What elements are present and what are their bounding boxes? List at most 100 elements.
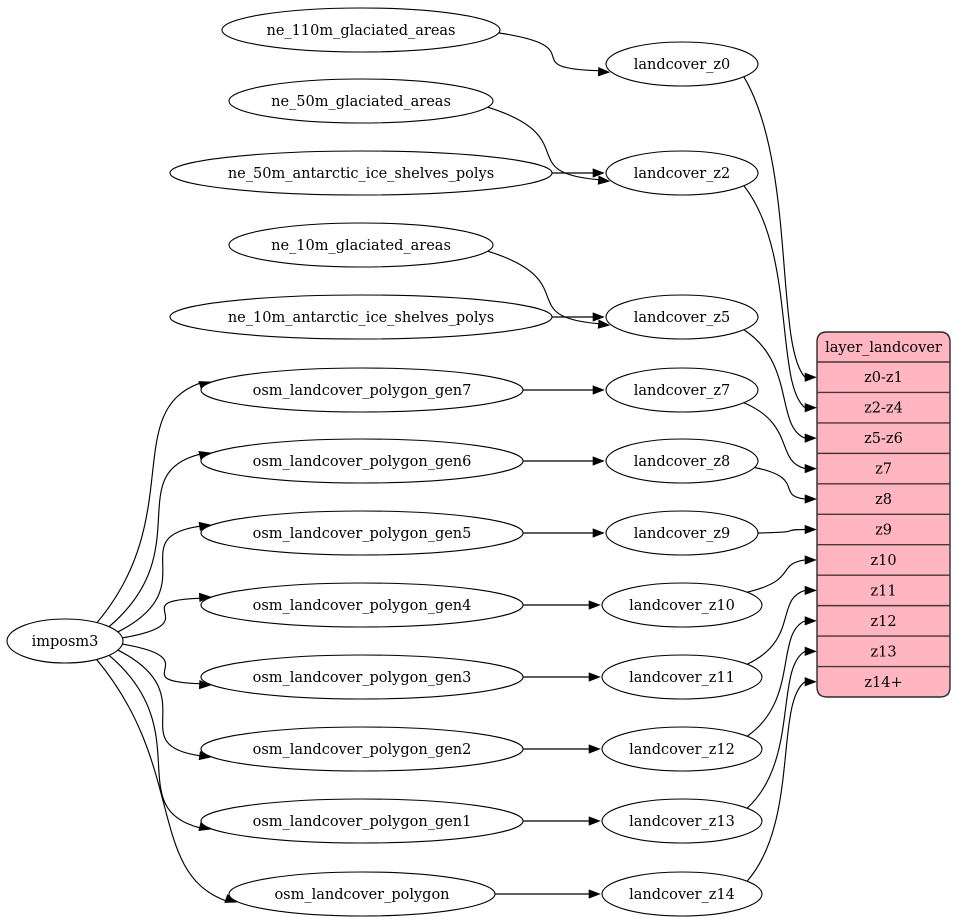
node-ellipse-shape xyxy=(200,798,524,844)
record-row-z14-[interactable]: z14+ xyxy=(864,675,902,691)
node-label-osm_landcover_polygon_gen6: osm_landcover_polygon_gen6 xyxy=(253,454,472,470)
edge-landcover_z10-to-z10 xyxy=(746,559,806,593)
node-ellipse-shape xyxy=(169,294,553,340)
node-landcover_z5[interactable]: landcover_z5 xyxy=(605,294,759,340)
node-label-ne_110m_glaciated_areas: ne_110m_glaciated_areas xyxy=(267,23,456,39)
edge-arrowhead xyxy=(597,67,611,77)
edge-ne_10m_glaciated_areas-to-landcover_z5 xyxy=(487,250,599,325)
node-landcover_z14[interactable]: landcover_z14 xyxy=(601,871,763,917)
record-row-z10[interactable]: z10 xyxy=(870,553,896,569)
record-row-z0-z1[interactable]: z0-z1 xyxy=(864,370,903,386)
node-osm_landcover_polygon_gen7[interactable]: osm_landcover_polygon_gen7 xyxy=(200,367,524,413)
record-row-z8[interactable]: z8 xyxy=(875,492,892,508)
record-row-z13[interactable]: z13 xyxy=(870,644,896,660)
edge-arrowhead xyxy=(804,463,817,474)
edge-arrowhead xyxy=(804,372,817,382)
edge-arrowhead xyxy=(198,592,212,603)
node-landcover_z12[interactable]: landcover_z12 xyxy=(601,726,763,772)
node-label-landcover_z12: landcover_z12 xyxy=(629,742,735,758)
edge-landcover_z8-to-z8 xyxy=(754,466,806,500)
edge-ne_110m_glaciated_areas-to-landcover_z0 xyxy=(498,32,599,72)
node-label-landcover_z2: landcover_z2 xyxy=(634,166,731,182)
node-label-landcover_z9: landcover_z9 xyxy=(634,526,731,542)
edge-landcover_z7-to-z7 xyxy=(743,402,806,470)
node-landcover_z2[interactable]: landcover_z2 xyxy=(605,150,759,196)
node-landcover_z0[interactable]: landcover_z0 xyxy=(605,41,759,87)
edge-arrowhead xyxy=(592,312,605,322)
node-label-landcover_z8: landcover_z8 xyxy=(634,454,731,470)
node-ellipse-shape xyxy=(221,7,501,53)
node-label-osm_landcover_polygon_gen5: osm_landcover_polygon_gen5 xyxy=(253,526,472,542)
node-ne_10m_glaciated_areas[interactable]: ne_10m_glaciated_areas xyxy=(228,222,494,268)
node-osm_landcover_polygon_gen3[interactable]: osm_landcover_polygon_gen3 xyxy=(200,654,524,700)
node-landcover_z7[interactable]: landcover_z7 xyxy=(605,367,759,413)
node-osm_landcover_polygon[interactable]: osm_landcover_polygon xyxy=(228,871,496,917)
edge-landcover_z11-to-z11 xyxy=(746,589,806,665)
node-ellipse-shape xyxy=(6,618,124,664)
edge-arrowhead xyxy=(592,168,605,178)
node-ellipse-shape xyxy=(200,582,524,628)
node-ellipse-shape xyxy=(605,510,759,556)
edge-imposm3-to-osm_landcover_polygon_gen7 xyxy=(96,382,200,624)
record-node-layer: layer_landcoverz0-z1z2-z4z5-z6z7z8z9z10z… xyxy=(816,331,951,698)
record-row-z5-z6[interactable]: z5-z6 xyxy=(864,431,903,447)
node-label-landcover_z5: landcover_z5 xyxy=(634,310,731,326)
edge-arrowhead xyxy=(597,319,611,329)
edge-arrowhead xyxy=(592,456,605,466)
node-landcover_z10[interactable]: landcover_z10 xyxy=(601,582,763,628)
edge-arrowhead xyxy=(804,555,817,565)
record-row-z2-z4[interactable]: z2-z4 xyxy=(864,401,903,417)
record-row-z9[interactable]: z9 xyxy=(875,523,892,539)
node-ne_10m_antarctic_ice_shelves_polys[interactable]: ne_10m_antarctic_ice_shelves_polys xyxy=(169,294,553,340)
edge-landcover_z13-to-z13 xyxy=(746,650,806,809)
node-osm_landcover_polygon_gen5[interactable]: osm_landcover_polygon_gen5 xyxy=(200,510,524,556)
edge-arrowhead xyxy=(592,385,605,395)
record-row-z12[interactable]: z12 xyxy=(870,614,896,630)
node-ellipse-shape xyxy=(601,726,763,772)
node-ellipse-shape xyxy=(169,150,553,196)
edge-arrowhead xyxy=(804,403,817,413)
node-landcover_z9[interactable]: landcover_z9 xyxy=(605,510,759,556)
node-ellipse-shape xyxy=(601,798,763,844)
node-label-landcover_z0: landcover_z0 xyxy=(634,57,731,73)
node-ellipse-shape xyxy=(601,582,763,628)
node-osm_landcover_polygon_gen6[interactable]: osm_landcover_polygon_gen6 xyxy=(200,438,524,484)
node-ellipse-shape xyxy=(605,150,759,196)
node-osm_landcover_polygon_gen2[interactable]: osm_landcover_polygon_gen2 xyxy=(200,726,524,772)
node-label-osm_landcover_polygon_gen1: osm_landcover_polygon_gen1 xyxy=(253,814,472,830)
node-landcover_z13[interactable]: landcover_z13 xyxy=(601,798,763,844)
record-row-z11[interactable]: z11 xyxy=(870,583,896,599)
node-layer: imposm3 ne_110m_glaciated_areas ne_50m_gla… xyxy=(6,7,763,917)
node-imposm3[interactable]: imposm3 xyxy=(6,618,124,664)
node-landcover_z8[interactable]: landcover_z8 xyxy=(605,438,759,484)
edge-arrowhead xyxy=(588,672,601,682)
edge-arrowhead xyxy=(588,816,601,826)
record-row-z7[interactable]: z7 xyxy=(875,462,892,478)
record-node-layer-landcover[interactable]: layer_landcoverz0-z1z2-z4z5-z6z7z8z9z10z… xyxy=(816,331,951,698)
node-osm_landcover_polygon_gen4[interactable]: osm_landcover_polygon_gen4 xyxy=(200,582,524,628)
edge-landcover_z0-to-z0-z1 xyxy=(743,76,806,378)
edge-arrowhead xyxy=(804,646,817,656)
node-osm_landcover_polygon_gen1[interactable]: osm_landcover_polygon_gen1 xyxy=(200,798,524,844)
node-label-ne_10m_antarctic_ice_shelves_polys: ne_10m_antarctic_ice_shelves_polys xyxy=(228,310,494,326)
edge-landcover_z2-to-z2-z4 xyxy=(743,185,806,409)
edge-imposm3-to-osm_landcover_polygon_gen4 xyxy=(122,597,200,639)
node-label-ne_50m_glaciated_areas: ne_50m_glaciated_areas xyxy=(271,94,451,110)
node-ne_50m_glaciated_areas[interactable]: ne_50m_glaciated_areas xyxy=(228,78,494,124)
edge-arrowhead xyxy=(592,528,605,538)
node-label-osm_landcover_polygon_gen2: osm_landcover_polygon_gen2 xyxy=(253,742,472,758)
node-ne_110m_glaciated_areas[interactable]: ne_110m_glaciated_areas xyxy=(221,7,501,53)
edge-imposm3-to-osm_landcover_polygon xyxy=(96,659,226,902)
node-label-osm_landcover_polygon_gen3: osm_landcover_polygon_gen3 xyxy=(253,670,472,686)
node-ellipse-shape xyxy=(605,438,759,484)
node-ellipse-shape xyxy=(200,510,524,556)
edge-layer xyxy=(96,32,817,903)
node-label-osm_landcover_polygon_gen4: osm_landcover_polygon_gen4 xyxy=(253,598,472,614)
edge-arrowhead xyxy=(804,585,817,596)
node-label-ne_10m_glaciated_areas: ne_10m_glaciated_areas xyxy=(271,238,451,254)
edge-landcover_z5-to-z5-z6 xyxy=(743,329,806,439)
node-ellipse-shape xyxy=(601,654,763,700)
node-ne_50m_antarctic_ice_shelves_polys[interactable]: ne_50m_antarctic_ice_shelves_polys xyxy=(169,150,553,196)
node-landcover_z11[interactable]: landcover_z11 xyxy=(601,654,763,700)
node-ellipse-shape xyxy=(228,78,494,124)
